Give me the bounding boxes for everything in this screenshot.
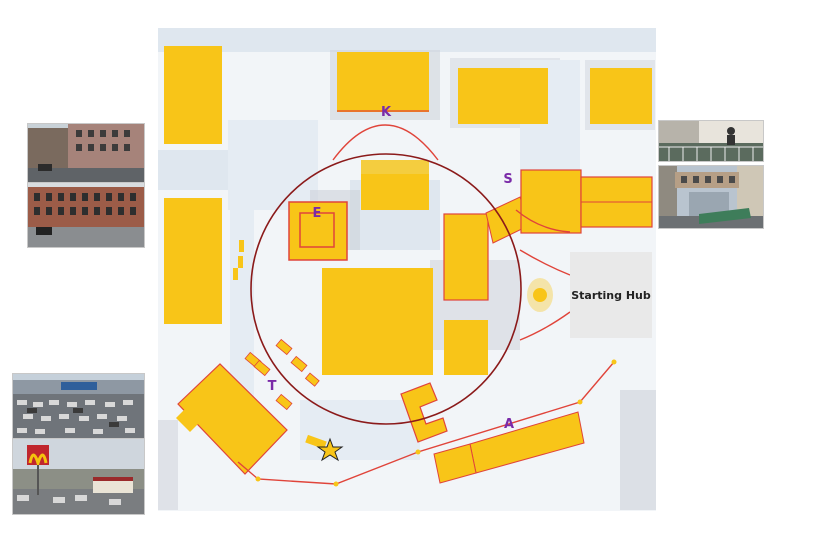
building-n2 [458, 68, 548, 124]
brick-apartment-photo [27, 182, 145, 248]
hub-glow-icon [527, 278, 553, 312]
skybridge-street-photo [658, 165, 764, 229]
apartment-street-photo [27, 123, 145, 183]
building-nw [164, 46, 222, 144]
building-east-tall [444, 214, 488, 300]
building-east-small [444, 320, 488, 375]
landmark-label-s: S [503, 172, 512, 187]
mcdonalds-parking-photo [12, 438, 145, 515]
landmark-label-k: K [381, 105, 392, 120]
landmark-label-t: T [268, 379, 277, 394]
building-w [164, 198, 222, 324]
landmark-label-a: A [504, 417, 514, 432]
starting-hub-label: Starting Hub [571, 289, 651, 302]
building-ne [590, 68, 652, 124]
walmart-parking-photo [12, 373, 145, 439]
building-s [521, 170, 581, 233]
building-k [337, 52, 429, 112]
building-center [322, 268, 433, 375]
balcony-railing-photo [658, 120, 764, 162]
landmark-label-e: E [313, 206, 322, 221]
